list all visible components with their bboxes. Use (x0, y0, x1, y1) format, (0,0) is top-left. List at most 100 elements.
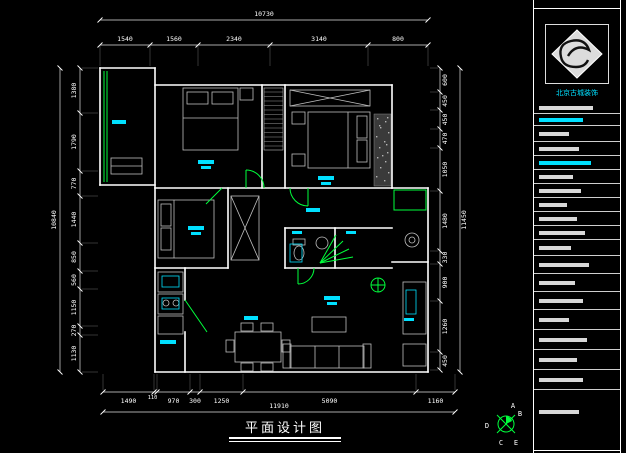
plan-shape (362, 343, 372, 369)
plan-shape (373, 113, 392, 187)
compass-letter-b: B (518, 410, 522, 418)
dim-left-0: 1380 (70, 83, 78, 99)
plan-shape (245, 169, 265, 189)
plan-shape (77, 240, 83, 246)
plan-shape (506, 416, 512, 424)
plan-shape (289, 187, 309, 207)
plan-shape (377, 118, 379, 120)
plan-shape (77, 110, 83, 116)
title-block-bottom-rule (534, 450, 620, 451)
title-block-row-0 (534, 102, 620, 114)
plan-shape (201, 166, 211, 169)
plan-shape (425, 42, 431, 48)
title-block-row-9 (534, 226, 620, 240)
plan-shape (386, 144, 388, 146)
plan-shape (289, 89, 371, 107)
title-block-row-16 (534, 350, 620, 370)
plan-shape (437, 248, 443, 254)
dim-top-total-0: 10730 (254, 10, 274, 18)
plan-shape (291, 153, 306, 167)
plan-shape (365, 42, 371, 48)
plan-shape (292, 238, 306, 246)
dim-right-0: 600 (441, 74, 449, 86)
plan-shape (205, 187, 223, 205)
plan-shape (187, 389, 193, 395)
title-block-rows (534, 102, 620, 450)
compass-letter-e: E (514, 439, 518, 447)
plan-shape (379, 125, 381, 127)
company-logo (545, 24, 609, 84)
plan-shape (384, 141, 386, 143)
doors-and-green-symbols (103, 71, 516, 434)
plan-shape (244, 316, 258, 320)
dim-right-6: 330 (441, 252, 449, 264)
plan-shape (186, 91, 209, 105)
plan-shape (321, 182, 331, 185)
room-label-marks (112, 120, 414, 344)
plan-shape (437, 126, 443, 132)
dim-left-8: 1130 (70, 346, 78, 362)
plan-shape (77, 286, 83, 292)
title-block-row-12 (534, 274, 620, 292)
plan-shape (160, 340, 176, 344)
dim-bottom-3: 300 (189, 397, 201, 405)
dim-left-6: 1150 (70, 300, 78, 316)
title-block-row-18 (534, 390, 620, 434)
plan-shape (387, 117, 389, 119)
dim-top-3: 3140 (311, 35, 327, 43)
plan-shape (376, 136, 378, 138)
title-block-text-bar (539, 188, 581, 193)
plan-shape (437, 298, 443, 304)
plan-shape (197, 389, 203, 395)
plan-shape (230, 195, 260, 261)
cyan-fixtures (161, 243, 417, 315)
compass-letter-c: C (499, 439, 503, 447)
plan-shape (377, 157, 379, 159)
dim-right-1: 450 (441, 95, 449, 107)
plan-shape (191, 232, 201, 235)
dim-left-5: 560 (70, 274, 78, 286)
plan-shape (319, 240, 344, 264)
dim-left-3: 1440 (70, 212, 78, 228)
drawing-title-underline-thin (229, 441, 341, 442)
title-block-row-13 (534, 292, 620, 310)
title-block-text-bar (539, 410, 579, 414)
title-block: 北京古城装饰 (533, 0, 621, 453)
plan-shape (195, 42, 201, 48)
plan-shape (289, 243, 303, 263)
title-block-row-1 (534, 114, 620, 126)
title-block-text-bar (539, 160, 591, 165)
plan-shape (97, 17, 103, 23)
plan-shape (230, 195, 260, 261)
dim-bottom-1: 110 (148, 395, 158, 401)
walls (99, 67, 429, 373)
company-name: 北京古城装饰 (556, 90, 598, 97)
plan-shape (437, 89, 443, 95)
title-block-text-bar (539, 117, 583, 122)
plan-shape (157, 293, 184, 315)
plan-shape (356, 139, 368, 163)
title-block-row-11 (534, 256, 620, 274)
plan-shape (297, 267, 315, 285)
title-block-text-bar (539, 377, 583, 382)
compass-letter-d: D (485, 422, 489, 430)
dim-top-2: 2340 (226, 35, 242, 43)
title-block-text-bar (539, 202, 567, 207)
plan-shape (425, 17, 431, 23)
plan-shape (380, 127, 382, 129)
plan-shape (437, 145, 443, 151)
plan-shape (151, 389, 157, 395)
plan-shape (437, 367, 443, 373)
plan-shape (57, 65, 63, 71)
plan-shape (160, 203, 172, 227)
plan-shape (319, 248, 350, 264)
plan-shape (289, 89, 371, 107)
title-block-row-5 (534, 170, 620, 184)
dimension-lines (59, 19, 461, 413)
plan-shape (306, 208, 320, 212)
plan-shape (291, 111, 306, 125)
plan-shape (77, 168, 83, 174)
plan-shape (162, 299, 170, 307)
plan-shape (157, 315, 184, 335)
